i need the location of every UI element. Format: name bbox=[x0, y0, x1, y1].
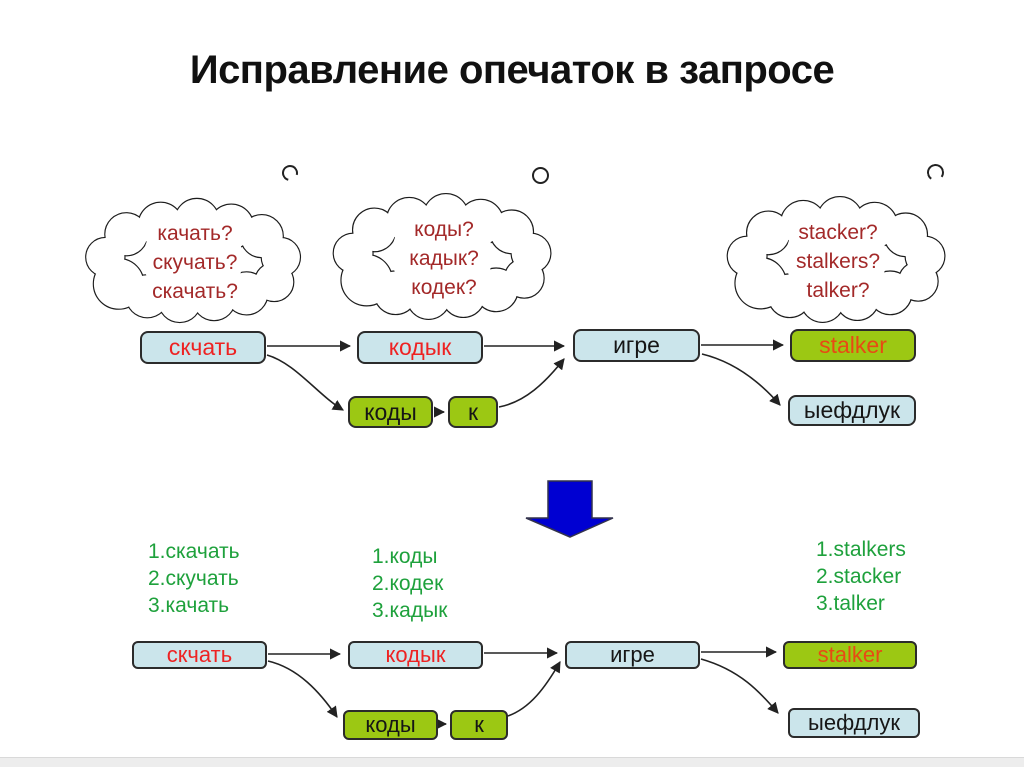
suggestion-item: 2.скучать bbox=[148, 567, 239, 590]
query-box-yefdluk-bottom: ыефдлук bbox=[788, 708, 920, 738]
suggestion-list-stalker: 1.stalkers 2.stacker 3.talker bbox=[816, 536, 906, 617]
suggestion-item: 1.stalkers bbox=[816, 538, 906, 561]
cloud-line: скачать? bbox=[152, 279, 238, 303]
transform-arrow bbox=[525, 480, 614, 538]
cloud-line: talker? bbox=[806, 278, 870, 302]
query-box-typo-kodyk-bottom: кодык bbox=[348, 641, 483, 669]
arrow-top-igre-yefdluk bbox=[701, 353, 781, 406]
thought-cloud-middle: коды? кадык? кодек? bbox=[328, 192, 560, 320]
token-box-kody: коды bbox=[348, 396, 433, 428]
suggestion-item: 3.talker bbox=[816, 592, 885, 615]
suggestion-item: 3.качать bbox=[148, 594, 230, 617]
query-box-yefdluk: ыефдлук bbox=[788, 395, 916, 426]
suggestion-item: 1.коды bbox=[372, 545, 438, 568]
cloud-line: коды? bbox=[414, 217, 474, 241]
result-box-stalker: stalker bbox=[790, 329, 916, 362]
suggestion-item: 3.кадык bbox=[372, 599, 448, 622]
cloud-suggestions: качать? скучать? скачать? bbox=[78, 198, 312, 322]
query-box-igre: игре bbox=[573, 329, 700, 362]
thought-cloud-right: stacker? stalkers? talker? bbox=[722, 195, 954, 323]
suggestion-list-kodyk: 1.коды 2.кодек 3.кадык bbox=[372, 543, 447, 624]
result-box-stalker-bottom: stalker bbox=[783, 641, 917, 669]
cloud-line: кадык? bbox=[409, 246, 479, 270]
arrow-bottom-skchat-kody bbox=[267, 660, 338, 718]
query-box-igre-bottom: игре bbox=[565, 641, 700, 669]
suggestion-list-skchat: 1.скачать 2.скучать 3.качать bbox=[148, 538, 240, 619]
thought-trail-circle bbox=[279, 162, 301, 184]
cloud-line: stalkers? bbox=[795, 249, 881, 273]
suggestion-item: 2.кодек bbox=[372, 572, 444, 595]
thought-trail-circle bbox=[532, 167, 549, 184]
suggestion-item: 1.скачать bbox=[148, 540, 240, 563]
cloud-line: скучать? bbox=[152, 250, 238, 274]
arrow-top-k-igre bbox=[498, 358, 565, 408]
arrow-top-skchat-kody bbox=[266, 354, 344, 411]
thought-cloud-left: качать? скучать? скачать? bbox=[78, 197, 312, 324]
arrow-bottom-igre-yefdluk bbox=[700, 658, 779, 714]
arrow-bottom-k-igre bbox=[507, 661, 561, 717]
query-box-typo-skchat-bottom: скчать bbox=[132, 641, 267, 669]
token-box-k: к bbox=[448, 396, 498, 428]
query-box-typo-skchat: скчать bbox=[140, 331, 266, 364]
token-box-kody-bottom: коды bbox=[343, 710, 438, 740]
cloud-suggestions: коды? кадык? кодек? bbox=[328, 193, 560, 319]
thought-trail-circle bbox=[925, 162, 946, 183]
token-box-k-bottom: к bbox=[450, 710, 508, 740]
cloud-line: кодек? bbox=[411, 275, 477, 299]
suggestion-item: 2.stacker bbox=[816, 565, 902, 588]
cloud-line: stacker? bbox=[798, 220, 878, 244]
query-box-typo-kodyk: кодык bbox=[357, 331, 483, 364]
cloud-suggestions: stacker? stalkers? talker? bbox=[722, 196, 954, 322]
cloud-line: качать? bbox=[157, 221, 233, 245]
page-title: Исправление опечаток в запросе bbox=[189, 48, 835, 92]
slide-bottom-edge bbox=[0, 757, 1024, 767]
